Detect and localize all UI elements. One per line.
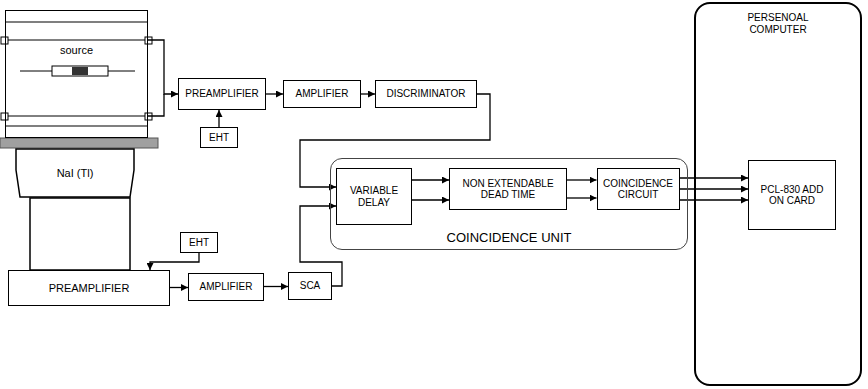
signal-line <box>412 179 449 180</box>
signal-arrow <box>412 180 449 181</box>
signal-arrow <box>567 180 597 181</box>
text-holder: COINCIDENCE UNIT <box>331 231 687 246</box>
process-box: PREAMPLIFIER <box>178 78 266 110</box>
signal-line <box>264 286 288 287</box>
node-label: EHT <box>189 237 209 249</box>
scintillator-crystal: NaI (Tl) <box>15 148 135 198</box>
window-plate <box>0 138 158 148</box>
signal-line <box>148 40 178 94</box>
source-pellet <box>72 67 88 75</box>
text-holder: PREAMPLIFIER <box>9 271 169 305</box>
computer-frame: PERSENOAL COMPUTER PCL-830 ADD ON CARD <box>694 2 862 386</box>
signal-arrow <box>219 110 220 127</box>
text-holder: NaI (Tl) <box>15 148 135 198</box>
process-box: NON EXTENDABLE DEAD TIME <box>449 168 567 210</box>
supply-box: EHT <box>180 232 218 253</box>
node-label: NaI (Tl) <box>57 167 94 180</box>
supply-box: EHT <box>200 127 238 148</box>
housing-line <box>5 125 148 126</box>
signal-arrow <box>170 287 188 288</box>
process-box: AMPLIFIER <box>188 273 264 301</box>
photomultiplier-tube <box>30 198 130 270</box>
housing-line <box>5 40 148 41</box>
text-holder: PREAMPLIFIER <box>179 79 265 109</box>
process-box: COINCIDENCE CIRCUIT <box>597 168 680 210</box>
signal-arrow <box>361 94 375 95</box>
signal-arrow <box>680 178 749 179</box>
node-label: COINCIDENCE CIRCUIT <box>602 178 675 201</box>
text-holder: PERSENOAL COMPUTER <box>696 12 860 35</box>
process-box: PREAMPLIFIER <box>8 270 170 306</box>
detector-housing: source <box>5 10 148 138</box>
housing-line <box>5 116 148 117</box>
node-label: DISCRIMINATOR <box>386 88 465 100</box>
signal-line <box>680 188 749 189</box>
node-label: AMPLIFIER <box>200 281 253 293</box>
text-holder: NON EXTENDABLE DEAD TIME <box>450 169 566 209</box>
text-holder: SCA <box>289 273 331 299</box>
signal-arrow <box>150 253 199 270</box>
process-box: SCA <box>288 272 332 300</box>
signal-line <box>266 93 283 94</box>
signal-arrow <box>264 286 288 287</box>
text-holder: AMPLIFIER <box>189 274 263 300</box>
process-box: PCL-830 ADD ON CARD <box>748 160 836 230</box>
node-label: source <box>60 44 93 57</box>
signal-line <box>680 177 749 178</box>
process-box: DISCRIMINATOR <box>375 80 477 108</box>
signal-arrow <box>567 198 597 199</box>
node-label: SCA <box>300 280 321 292</box>
text-holder: EHT <box>201 128 237 147</box>
text-holder: COINCIDENCE CIRCUIT <box>598 169 679 209</box>
signal-arrow <box>148 40 178 116</box>
source-holder <box>52 66 108 76</box>
node-label: COINCIDENCE UNIT <box>447 231 572 246</box>
signal-line <box>218 110 219 127</box>
signal-arrow <box>680 200 749 201</box>
signal-line <box>170 287 188 288</box>
node-label: EHT <box>209 132 229 144</box>
signal-line <box>412 199 449 200</box>
node-label: VARIABLE DELAY <box>341 185 407 208</box>
signal-line <box>361 93 375 94</box>
signal-line <box>150 253 199 270</box>
text-holder: EHT <box>181 233 217 252</box>
signal-arrow <box>412 200 449 201</box>
process-box: VARIABLE DELAY <box>336 168 412 225</box>
signal-arrow <box>266 94 283 95</box>
housing-line <box>5 21 148 22</box>
signal-arrow <box>680 189 749 190</box>
process-box: AMPLIFIER <box>283 80 361 108</box>
node-label: NON EXTENDABLE DEAD TIME <box>454 178 562 201</box>
text-holder: DISCRIMINATOR <box>376 81 476 107</box>
text-holder: source <box>6 44 147 57</box>
text-holder: PCL-830 ADD ON CARD <box>749 161 835 229</box>
signal-line <box>567 179 597 180</box>
crystal-shape <box>16 149 134 197</box>
signal-line <box>567 197 597 198</box>
text-holder: AMPLIFIER <box>284 81 360 107</box>
node-label: PERSENOAL COMPUTER <box>738 12 818 35</box>
node-label: PCL-830 ADD ON CARD <box>760 184 824 207</box>
unit-group: COINCIDENCE UNIT VARIABLE DELAY NON EXTEND… <box>330 158 688 250</box>
signal-line <box>680 199 749 200</box>
node-label: AMPLIFIER <box>296 88 349 100</box>
node-label: PREAMPLIFIER <box>185 88 258 100</box>
signal-line <box>148 94 164 116</box>
text-holder: VARIABLE DELAY <box>337 169 411 224</box>
node-label: PREAMPLIFIER <box>49 282 130 295</box>
